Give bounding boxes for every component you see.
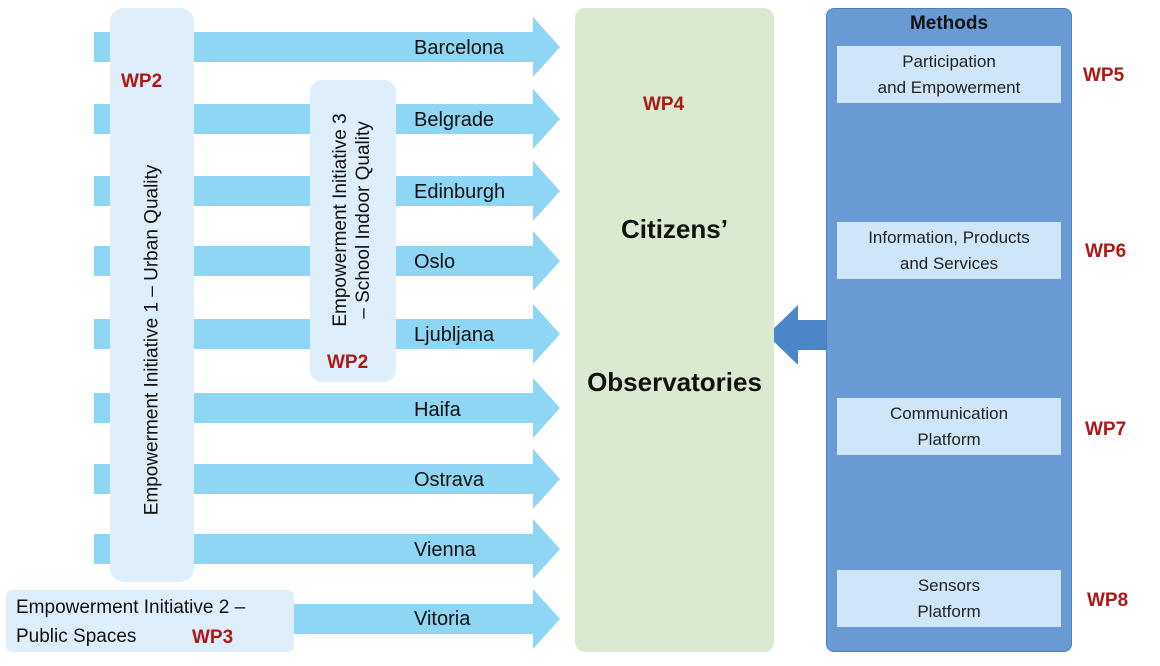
observatories-wp: WP4 [643,94,685,115]
method-wp-5: WP5 [1083,65,1125,86]
method-box-line: and Services [899,253,999,273]
initiative-2-wp: WP3 [192,627,234,648]
method-box-line: Participation [902,52,996,71]
initiative-1-box [110,8,194,582]
city-label-barcelona: Barcelona [414,37,505,59]
city-arrow-haifa [94,378,560,438]
method-wp-6: WP6 [1085,241,1127,262]
observatories-title-line2: Observatories [587,367,762,397]
method-box-line: Information, Products [868,228,1030,247]
method-box-information: Information, Products and Services [837,222,1061,279]
methods-panel [826,8,1072,652]
initiative-2-box [6,590,294,652]
city-arrow-barcelona [94,17,560,77]
method-box-participation: Participation and Empowerment [837,46,1061,103]
method-wp-7: WP7 [1085,419,1127,440]
method-box-line: Communication [889,404,1009,423]
city-label-haifa: Haifa [414,399,461,421]
initiative-2-line2: Public Spaces [16,626,137,647]
city-label-vitoria: Vitoria [414,608,471,630]
method-box-line: Platform [917,601,981,621]
city-label-ostrava: Ostrava [414,469,485,491]
city-label-belgrade: Belgrade [414,109,495,131]
method-box-line: Sensors [917,576,981,595]
initiative-3-line2: – School Indoor Quality [353,121,374,319]
city-arrow-vienna [94,519,560,579]
method-box-communication: Communication Platform [837,398,1061,455]
initiative-3-line1: Empowerment Initiative 3 [330,113,352,327]
methods-title: Methods [909,13,989,34]
feedback-arrow [767,305,826,365]
method-box-line: Platform [917,429,981,449]
city-arrow-ostrava [94,449,560,509]
city-label-ljubljana: Ljubljana [414,324,495,346]
method-wp-8: WP8 [1087,590,1129,611]
method-box-line: and Empowerment [877,77,1021,97]
city-arrow-vitoria [290,589,560,649]
initiative-1-wp: WP2 [121,71,163,92]
city-label-vienna: Vienna [414,539,476,561]
initiative-1-label: Empowerment Initiative 1 – Urban Quality [141,164,163,516]
initiative-3-box [310,80,396,382]
method-box-sensors: Sensors Platform [837,570,1061,627]
initiative-3-wp: WP2 [327,352,369,373]
initiative-3-label: Empowerment Initiative 3 – School Indoor… [330,113,376,326]
city-label-oslo: Oslo [414,251,456,273]
observatories-box [575,8,774,652]
initiative-2-line1: Empowerment Initiative 2 – [16,597,246,618]
observatories-title-line1: Citizens’ [621,214,728,244]
city-label-edinburgh: Edinburgh [414,181,506,203]
